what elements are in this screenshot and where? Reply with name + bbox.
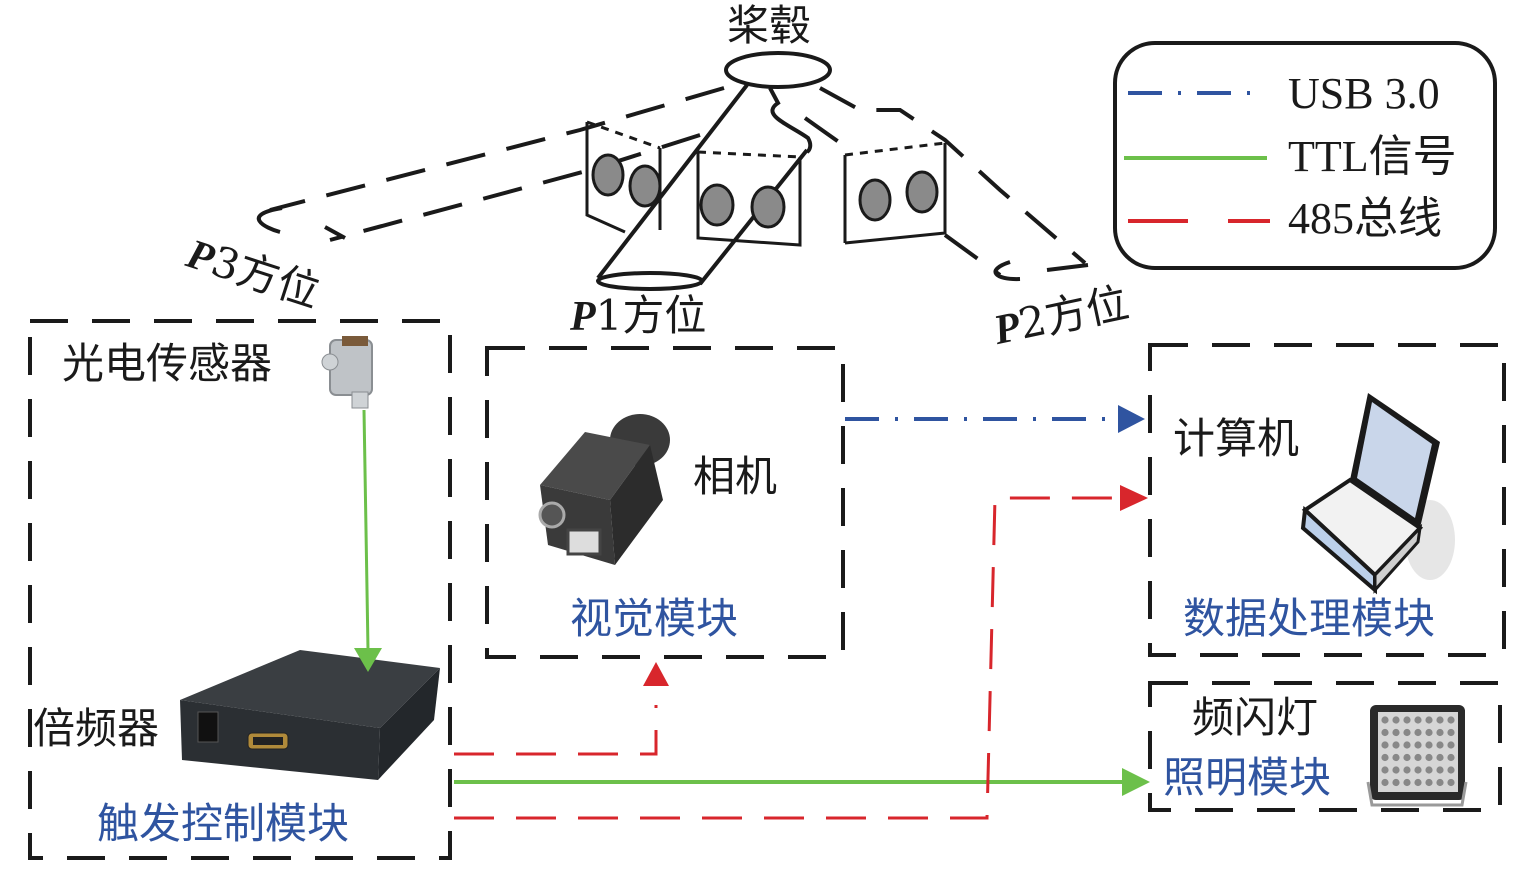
led-dot bbox=[1425, 778, 1433, 787]
blade-p1-left bbox=[596, 83, 749, 280]
frequency-multiplier-icon bbox=[180, 650, 440, 780]
data-module-frame bbox=[1148, 343, 1506, 657]
led-dot bbox=[1436, 728, 1444, 737]
vision-module-frame bbox=[485, 346, 845, 659]
led-dot bbox=[1425, 766, 1433, 774]
blade-p3-lower bbox=[329, 133, 701, 242]
position-p1-letter: P bbox=[570, 294, 596, 340]
led-dot bbox=[1403, 728, 1411, 737]
multiplier-label: 倍频器 bbox=[33, 704, 160, 753]
ttl-sensor-to-multiplier bbox=[362, 409, 370, 651]
led-dot bbox=[1414, 778, 1422, 787]
led-dot bbox=[1447, 753, 1455, 762]
usb-arrowhead bbox=[1118, 405, 1145, 433]
ttl-arrowhead-strobe bbox=[1122, 768, 1150, 796]
led-dot bbox=[1436, 741, 1444, 749]
led-dot bbox=[1381, 728, 1389, 737]
led-dot bbox=[1403, 766, 1411, 774]
led-dot bbox=[1381, 778, 1389, 787]
led-dot bbox=[1403, 716, 1411, 724]
trigger-module-frame bbox=[28, 319, 452, 860]
laptop-icon bbox=[1300, 393, 1455, 595]
legend-label-ttl: TTL信号 bbox=[1288, 132, 1457, 181]
led-dot bbox=[1414, 741, 1422, 749]
led-dot bbox=[1414, 716, 1422, 724]
led-dot bbox=[1392, 716, 1400, 724]
legend bbox=[1113, 41, 1497, 270]
led-dot bbox=[1414, 766, 1422, 774]
strobe-label: 频闪灯 bbox=[1192, 693, 1319, 742]
led-dot bbox=[1381, 766, 1389, 774]
rs485-trigger-to-computer bbox=[454, 496, 1122, 820]
led-dot bbox=[1403, 753, 1411, 762]
led-dot bbox=[1425, 728, 1433, 737]
legend-label-485: 485总线 bbox=[1288, 194, 1442, 243]
led-dot bbox=[1436, 753, 1444, 762]
led-dot bbox=[1447, 716, 1455, 724]
lighting-module-frame bbox=[1148, 681, 1502, 812]
camera-box-p1 bbox=[696, 150, 802, 247]
camera-box-p2 bbox=[843, 141, 947, 245]
trigger-module-title: 触发控制模块 bbox=[97, 799, 350, 848]
led-dot bbox=[1436, 778, 1444, 787]
led-dot bbox=[1414, 753, 1422, 762]
blade-p3-tip bbox=[256, 206, 346, 240]
blade-p3-upper bbox=[269, 86, 725, 212]
blade-p2-lower bbox=[803, 116, 1002, 277]
blade-cable bbox=[768, 87, 813, 154]
camera-label: 相机 bbox=[693, 452, 778, 501]
blade-p2-upper bbox=[819, 86, 1087, 265]
photoelectric-sensor-icon bbox=[321, 336, 373, 409]
vision-module-title: 视觉模块 bbox=[570, 594, 739, 643]
camera-box-p3 bbox=[585, 120, 662, 234]
sensor-label: 光电传感器 bbox=[62, 339, 273, 388]
led-dot bbox=[1392, 753, 1400, 762]
hub-ellipse bbox=[724, 51, 832, 89]
position-p1-num: 1 bbox=[595, 291, 623, 340]
led-dot bbox=[1381, 741, 1389, 749]
hub-label: 桨毂 bbox=[727, 1, 812, 50]
legend-label-usb: USB 3.0 bbox=[1288, 69, 1440, 118]
led-dot bbox=[1392, 778, 1400, 787]
led-dot bbox=[1425, 741, 1433, 749]
led-dot bbox=[1447, 766, 1455, 774]
data-module-title: 数据处理模块 bbox=[1183, 594, 1436, 643]
led-dot bbox=[1447, 728, 1455, 737]
rs485-trigger-to-camera bbox=[454, 705, 658, 756]
legend-frame bbox=[1113, 41, 1497, 270]
rs485-arrowhead-computer bbox=[1120, 485, 1148, 511]
led-dot bbox=[1392, 766, 1400, 774]
lighting-module-title: 照明模块 bbox=[1163, 753, 1332, 802]
strobe-light-icon bbox=[1366, 705, 1468, 807]
led-dot bbox=[1447, 741, 1455, 749]
led-dot bbox=[1425, 753, 1433, 762]
led-dot bbox=[1381, 753, 1389, 762]
led-dot bbox=[1392, 741, 1400, 749]
position-p1-suffix: 方位 bbox=[622, 291, 707, 340]
led-dot bbox=[1403, 778, 1411, 787]
ttl-arrowhead-down bbox=[354, 648, 382, 672]
propeller-sketch bbox=[256, 51, 1089, 291]
led-dot bbox=[1392, 728, 1400, 737]
position-p1-label: P1方位 bbox=[570, 294, 706, 340]
led-dot bbox=[1425, 716, 1433, 724]
led-dot bbox=[1447, 778, 1455, 787]
blade-p1-tip bbox=[596, 271, 704, 291]
led-dot bbox=[1436, 716, 1444, 724]
blade-p2-tip bbox=[993, 260, 1089, 282]
led-dot bbox=[1436, 766, 1444, 774]
led-dot bbox=[1381, 716, 1389, 724]
computer-label: 计算机 bbox=[1173, 414, 1300, 463]
rs485-arrowhead-camera bbox=[643, 662, 669, 686]
industrial-camera-icon bbox=[538, 414, 670, 565]
led-dot bbox=[1414, 728, 1422, 737]
led-dot bbox=[1403, 741, 1411, 749]
